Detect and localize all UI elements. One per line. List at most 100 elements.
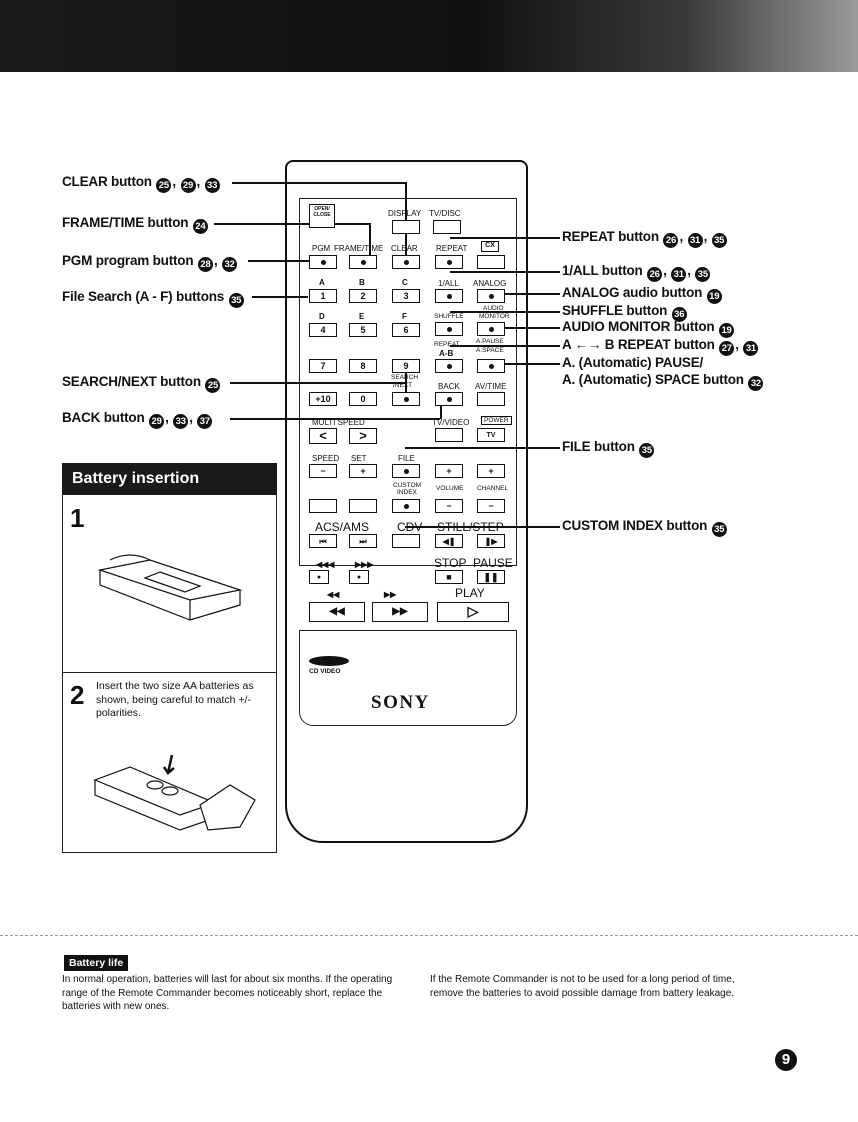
callout-file: FILE button 35 bbox=[562, 439, 655, 458]
open-close-button[interactable]: OPEN/ CLOSE bbox=[309, 204, 335, 228]
digit-8-button[interactable]: 8 bbox=[349, 359, 377, 373]
button-label: CX bbox=[485, 242, 495, 249]
right-slot-button[interactable] bbox=[349, 499, 377, 513]
pgm-label: PGM bbox=[312, 244, 331, 253]
repeat2-label: REPEAT bbox=[434, 341, 460, 348]
callout-label: CLEAR button bbox=[62, 174, 152, 189]
repeat-button[interactable] bbox=[435, 255, 463, 269]
tv-power-button[interactable]: TV bbox=[477, 428, 505, 442]
cx-button[interactable]: CX bbox=[481, 241, 499, 252]
ref-number: 19 bbox=[706, 289, 722, 304]
speed-button[interactable]: − bbox=[309, 464, 337, 478]
frametime-label: FRAME/TIME bbox=[334, 244, 384, 253]
plus10-button[interactable]: +10 bbox=[309, 392, 337, 406]
callout-label: CUSTOM INDEX button bbox=[562, 518, 708, 533]
ref-number: 32 bbox=[222, 257, 238, 272]
battery-life-right-text: If the Remote Commander is not to be use… bbox=[430, 974, 735, 999]
cdv-button[interactable] bbox=[392, 534, 420, 548]
ab-repeat-button[interactable] bbox=[435, 359, 463, 373]
pgm-button[interactable] bbox=[309, 255, 337, 269]
multispeed-right-button[interactable]: > bbox=[349, 428, 377, 444]
digit-2-button[interactable]: 2 bbox=[349, 289, 377, 303]
ref-number: 32 bbox=[748, 376, 764, 391]
callout-label: REPEAT button bbox=[562, 229, 659, 244]
channel-down-button[interactable]: − bbox=[477, 499, 505, 513]
button-label: 9 bbox=[403, 361, 409, 371]
digit-1-button[interactable]: 1 bbox=[309, 289, 337, 303]
frametime-button[interactable] bbox=[349, 255, 377, 269]
ref-number: 25 bbox=[156, 178, 172, 193]
volume-down-button[interactable]: − bbox=[435, 499, 463, 513]
analog-button[interactable] bbox=[477, 289, 505, 303]
callout-custom: CUSTOM INDEX button 35 bbox=[562, 518, 728, 537]
play-button[interactable]: ▷ bbox=[437, 602, 509, 622]
audio-monitor-button[interactable] bbox=[477, 322, 505, 336]
volume-up-button[interactable]: + bbox=[435, 464, 463, 478]
next-label: /NEXT bbox=[393, 382, 413, 389]
file-button[interactable] bbox=[392, 464, 420, 478]
speed-label: SPEED bbox=[312, 454, 340, 463]
cx-mode-button[interactable] bbox=[477, 255, 505, 269]
button-label: + bbox=[360, 466, 366, 476]
oneall-button[interactable] bbox=[435, 289, 463, 303]
digit-9-button[interactable]: 9 bbox=[392, 359, 420, 373]
custom-index-button[interactable] bbox=[392, 499, 420, 513]
stop-button[interactable]: ■ bbox=[435, 570, 463, 584]
callout-label: PGM program button bbox=[62, 253, 194, 268]
clear-button[interactable] bbox=[392, 255, 420, 269]
digit-3-button[interactable]: 3 bbox=[392, 289, 420, 303]
back-button[interactable] bbox=[435, 392, 463, 406]
callout-label: A. (Automatic) PAUSE/ bbox=[562, 355, 704, 370]
letter-e: E bbox=[359, 312, 365, 321]
multispeed-left-button[interactable]: < bbox=[309, 428, 337, 444]
leader-line bbox=[369, 223, 371, 257]
pause-button[interactable]: ❚❚ bbox=[477, 570, 505, 584]
ref-number: 35 bbox=[711, 233, 727, 248]
acs-prev-button[interactable]: ⏮ bbox=[309, 534, 337, 548]
left-slot-button[interactable] bbox=[309, 499, 337, 513]
letter-f: F bbox=[402, 312, 407, 321]
scan-forward-button[interactable]: ● bbox=[349, 570, 369, 584]
sony-brand: SONY bbox=[371, 692, 430, 713]
digit-6-button[interactable]: 6 bbox=[392, 323, 420, 337]
channel-up-button[interactable]: + bbox=[477, 464, 505, 478]
ref-number: 27 bbox=[719, 341, 735, 356]
rewind-icon: ◀◀ bbox=[327, 590, 340, 599]
still-forward-button[interactable]: ❚▶ bbox=[477, 534, 505, 548]
battery-life-badge: Battery life bbox=[64, 955, 129, 971]
section-divider bbox=[0, 935, 858, 937]
rewind-button[interactable]: ◀◀ bbox=[309, 602, 365, 622]
button-label: 0 bbox=[360, 394, 366, 404]
digit-7-button[interactable]: 7 bbox=[309, 359, 337, 373]
tvdisc-button[interactable] bbox=[433, 220, 461, 234]
tvvideo-button[interactable] bbox=[435, 428, 463, 442]
shuffle-button[interactable] bbox=[435, 322, 463, 336]
step-2-number: 2 bbox=[70, 680, 85, 710]
digit-0-button[interactable]: 0 bbox=[349, 392, 377, 406]
button-label: − bbox=[446, 501, 452, 511]
still-back-button[interactable]: ◀❚ bbox=[435, 534, 463, 548]
ref-number: 26 bbox=[647, 267, 663, 282]
digit-4-button[interactable]: 4 bbox=[309, 323, 337, 337]
callout-repeat: REPEAT button 26, 31, 35 bbox=[562, 229, 728, 248]
leader-line bbox=[405, 447, 560, 449]
set-button[interactable]: + bbox=[349, 464, 377, 478]
stop-label: STOP bbox=[434, 556, 467, 570]
callout-frametime: FRAME/TIME button 24 bbox=[62, 215, 209, 234]
fastforward-button[interactable]: ▶▶ bbox=[372, 602, 428, 622]
file-label: FILE bbox=[398, 454, 415, 463]
rewind-scan-icon: ◀◀◀ bbox=[316, 560, 335, 569]
callout-shuffle: SHUFFLE button 36 bbox=[562, 303, 688, 322]
scan-back-button[interactable]: ● bbox=[309, 570, 329, 584]
digit-5-button[interactable]: 5 bbox=[349, 323, 377, 337]
callout-label: FRAME/TIME button bbox=[62, 215, 189, 230]
acs-next-button[interactable]: ⏭ bbox=[349, 534, 377, 548]
display-button[interactable] bbox=[392, 220, 420, 234]
page-number: 9 bbox=[775, 1049, 797, 1071]
callout-audiomonitor: AUDIO MONITOR button 19 bbox=[562, 319, 735, 338]
search-next-button[interactable] bbox=[392, 392, 420, 406]
callout-label: SEARCH/NEXT button bbox=[62, 374, 201, 389]
apause-aspace-button[interactable] bbox=[477, 359, 505, 373]
avtime-button[interactable] bbox=[477, 392, 505, 406]
button-label: + bbox=[488, 466, 494, 476]
